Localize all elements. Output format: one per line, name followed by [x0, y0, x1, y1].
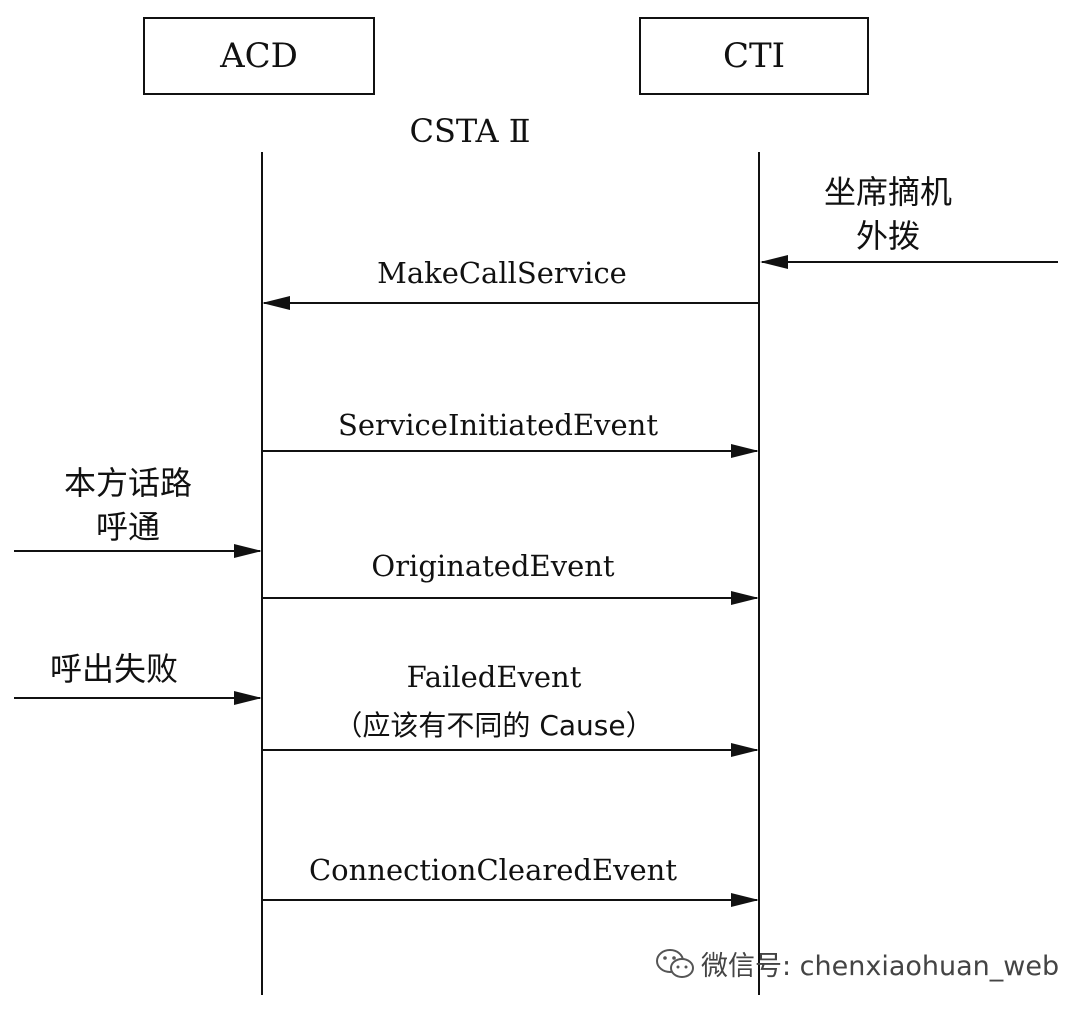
serviceinitiatedevent-label: ServiceInitiatedEvent [337, 408, 659, 442]
watermark-text: 微信号: chenxiaohuan_web [701, 951, 1060, 982]
acd-box: ACD [143, 17, 375, 95]
local-connected-label: 本方话路 呼通 [64, 461, 192, 549]
local-connected-line2: 呼通 [96, 508, 161, 546]
acd-label: ACD [220, 36, 298, 76]
failedevent-label: FailedEvent [406, 660, 582, 694]
cti-box: CTI [639, 17, 869, 95]
call-failed-label: 呼出失败 [50, 650, 179, 688]
local-connected-line1: 本方话路 [64, 464, 193, 502]
failedevent-cause-label: （应该有不同的 Cause） [334, 709, 654, 742]
cti-label: CTI [722, 36, 786, 76]
protocol-label: CSTA Ⅱ [409, 112, 531, 150]
wechat-icon [656, 948, 694, 978]
agent-offhook-line2: 外拨 [856, 217, 921, 255]
connectionclearedevent-label: ConnectionClearedEvent [308, 853, 678, 887]
agent-offhook-label: 坐席摘机 外拨 [824, 170, 952, 258]
agent-offhook-line1: 坐席摘机 [824, 173, 953, 211]
originatedevent-label: OriginatedEvent [371, 549, 615, 583]
makecallservice-label: MakeCallService [377, 256, 627, 290]
watermark: 微信号: chenxiaohuan_web [655, 944, 1059, 983]
